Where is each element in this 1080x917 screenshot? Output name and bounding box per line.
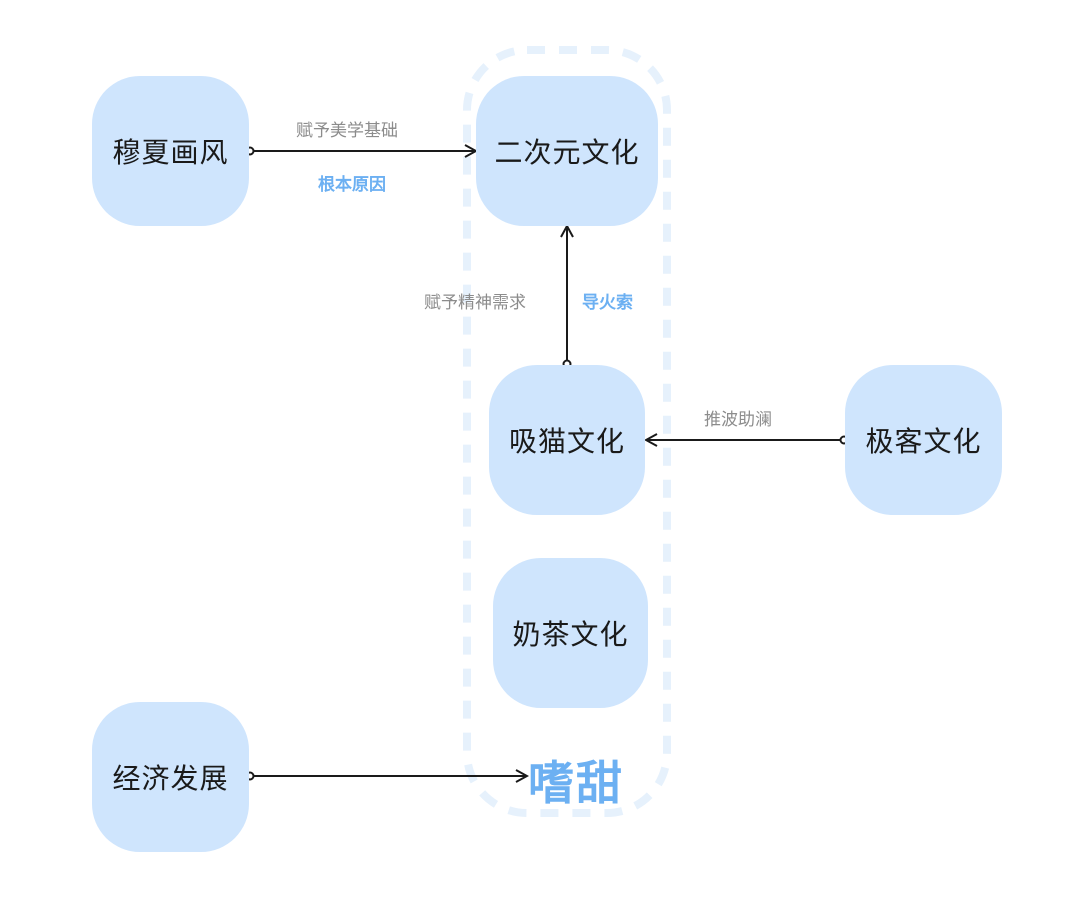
node-naicha[interactable]: 奶茶文化 <box>493 558 648 708</box>
group-boundary <box>463 46 671 817</box>
node-jingji[interactable]: 经济发展 <box>92 702 249 852</box>
edge-label-muxia-erciyuan: 赋予美学基础 <box>296 121 398 141</box>
node-jike[interactable]: 极客文化 <box>845 365 1002 515</box>
edge-label-ximao-erciyuan: 赋予精神需求 <box>424 293 526 313</box>
node-erciyuan[interactable]: 二次元文化 <box>476 76 658 226</box>
edge-tag-muxia-erciyuan: 根本原因 <box>318 175 386 195</box>
edge-label-jike-ximao: 推波助澜 <box>704 410 772 430</box>
edge-tag-ximao-erciyuan: 导火索 <box>582 293 633 313</box>
group-label-shitian: 嗜甜 <box>528 756 624 810</box>
node-ximao[interactable]: 吸猫文化 <box>489 365 645 515</box>
node-muxia[interactable]: 穆夏画风 <box>92 76 249 226</box>
